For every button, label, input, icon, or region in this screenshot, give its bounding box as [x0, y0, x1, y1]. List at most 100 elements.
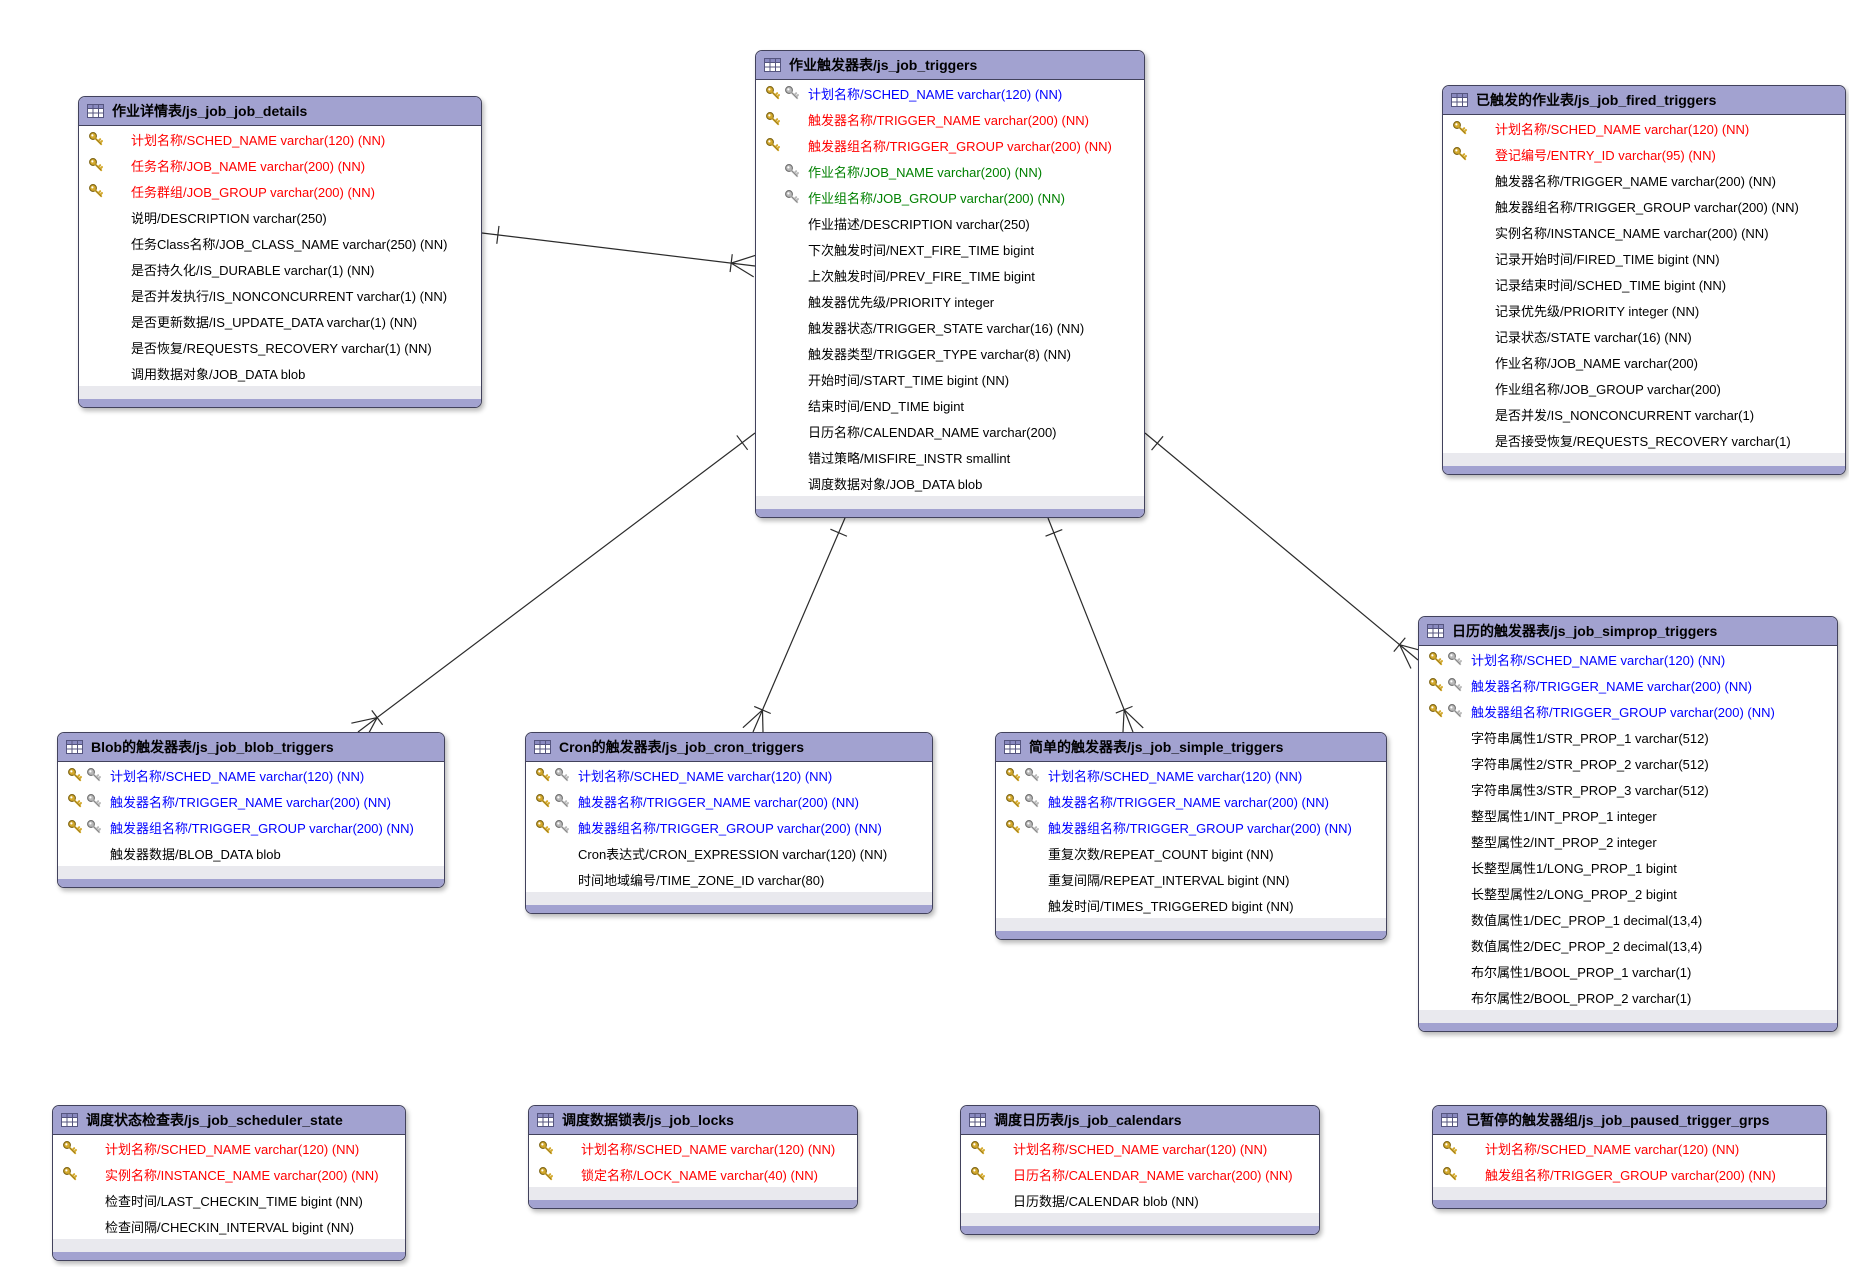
table-header[interactable]: 已触发的作业表/js_job_fired_triggers	[1443, 86, 1845, 115]
field-row-js_job_simple_triggers-5[interactable]: 触发时间/TIMES_TRIGGERED bigint (NN)	[996, 892, 1386, 918]
field-row-js_job_simprop_triggers-1[interactable]: 触发器名称/TRIGGER_NAME varchar(200) (NN)	[1419, 672, 1837, 698]
field-row-js_job_simprop_triggers-8[interactable]: 长整型属性1/LONG_PROP_1 bigint	[1419, 854, 1837, 880]
relationship-js_job_triggers-to-js_job_simprop_triggers[interactable]	[1144, 432, 1426, 669]
field-row-js_job_simprop_triggers-10[interactable]: 数值属性1/DEC_PROP_1 decimal(13,4)	[1419, 906, 1837, 932]
entity-table-js_job_scheduler_state[interactable]: 调度状态检查表/js_job_scheduler_state 计划名称/SCHE…	[52, 1105, 406, 1261]
field-row-js_job_blob_triggers-1[interactable]: 触发器名称/TRIGGER_NAME varchar(200) (NN)	[58, 788, 444, 814]
field-row-js_job_simple_triggers-2[interactable]: 触发器组名称/TRIGGER_GROUP varchar(200) (NN)	[996, 814, 1386, 840]
field-row-js_job_simple_triggers-4[interactable]: 重复间隔/REPEAT_INTERVAL bigint (NN)	[996, 866, 1386, 892]
entity-table-js_job_triggers[interactable]: 作业触发器表/js_job_triggers 计划名称/SCHED_NAME v…	[755, 50, 1145, 518]
field-row-js_job_job_details-7[interactable]: 是否更新数据/IS_UPDATE_DATA varchar(1) (NN)	[79, 308, 481, 334]
field-row-js_job_triggers-3[interactable]: 作业名称/JOB_NAME varchar(200) (NN)	[756, 158, 1144, 184]
entity-table-js_job_blob_triggers[interactable]: Blob的触发器表/js_job_blob_triggers 计划名称/SCHE…	[57, 732, 445, 888]
table-header[interactable]: 简单的触发器表/js_job_simple_triggers	[996, 733, 1386, 762]
table-header[interactable]: 作业详情表/js_job_job_details	[79, 97, 481, 126]
field-row-js_job_simprop_triggers-13[interactable]: 布尔属性2/BOOL_PROP_2 varchar(1)	[1419, 984, 1837, 1010]
field-row-js_job_fired_triggers-3[interactable]: 触发器组名称/TRIGGER_GROUP varchar(200) (NN)	[1443, 193, 1845, 219]
field-row-js_job_scheduler_state-1[interactable]: 实例名称/INSTANCE_NAME varchar(200) (NN)	[53, 1161, 405, 1187]
field-row-js_job_triggers-14[interactable]: 错过策略/MISFIRE_INSTR smallint	[756, 444, 1144, 470]
relationship-js_job_triggers-to-js_job_cron_triggers[interactable]	[742, 517, 848, 737]
field-row-js_job_triggers-15[interactable]: 调度数据对象/JOB_DATA blob	[756, 470, 1144, 496]
entity-table-js_job_job_details[interactable]: 作业详情表/js_job_job_details 计划名称/SCHED_NAME…	[78, 96, 482, 408]
field-row-js_job_cron_triggers-3[interactable]: Cron表达式/CRON_EXPRESSION varchar(120) (NN…	[526, 840, 932, 866]
field-row-js_job_simple_triggers-1[interactable]: 触发器名称/TRIGGER_NAME varchar(200) (NN)	[996, 788, 1386, 814]
field-row-js_job_simprop_triggers-12[interactable]: 布尔属性1/BOOL_PROP_1 varchar(1)	[1419, 958, 1837, 984]
field-row-js_job_job_details-3[interactable]: 说明/DESCRIPTION varchar(250)	[79, 204, 481, 230]
table-header[interactable]: 调度日历表/js_job_calendars	[961, 1106, 1319, 1135]
field-row-js_job_fired_triggers-4[interactable]: 实例名称/INSTANCE_NAME varchar(200) (NN)	[1443, 219, 1845, 245]
field-row-js_job_blob_triggers-2[interactable]: 触发器组名称/TRIGGER_GROUP varchar(200) (NN)	[58, 814, 444, 840]
table-header[interactable]: 调度状态检查表/js_job_scheduler_state	[53, 1106, 405, 1135]
field-row-js_job_simprop_triggers-6[interactable]: 整型属性1/INT_PROP_1 integer	[1419, 802, 1837, 828]
field-row-js_job_job_details-1[interactable]: 任务名称/JOB_NAME varchar(200) (NN)	[79, 152, 481, 178]
entity-table-js_job_fired_triggers[interactable]: 已触发的作业表/js_job_fired_triggers 计划名称/SCHED…	[1442, 85, 1846, 475]
field-row-js_job_triggers-12[interactable]: 结束时间/END_TIME bigint	[756, 392, 1144, 418]
field-row-js_job_triggers-8[interactable]: 触发器优先级/PRIORITY integer	[756, 288, 1144, 314]
entity-table-js_job_simprop_triggers[interactable]: 日历的触发器表/js_job_simprop_triggers 计划名称/SCH…	[1418, 616, 1838, 1032]
field-row-js_job_scheduler_state-0[interactable]: 计划名称/SCHED_NAME varchar(120) (NN)	[53, 1135, 405, 1161]
field-row-js_job_fired_triggers-7[interactable]: 记录优先级/PRIORITY integer (NN)	[1443, 297, 1845, 323]
field-row-js_job_fired_triggers-10[interactable]: 作业组名称/JOB_GROUP varchar(200)	[1443, 375, 1845, 401]
field-row-js_job_simple_triggers-3[interactable]: 重复次数/REPEAT_COUNT bigint (NN)	[996, 840, 1386, 866]
entity-table-js_job_locks[interactable]: 调度数据锁表/js_job_locks 计划名称/SCHED_NAME varc…	[528, 1105, 858, 1209]
field-row-js_job_simprop_triggers-0[interactable]: 计划名称/SCHED_NAME varchar(120) (NN)	[1419, 646, 1837, 672]
field-row-js_job_job_details-4[interactable]: 任务Class名称/JOB_CLASS_NAME varchar(250) (N…	[79, 230, 481, 256]
field-row-js_job_fired_triggers-2[interactable]: 触发器名称/TRIGGER_NAME varchar(200) (NN)	[1443, 167, 1845, 193]
field-row-js_job_simprop_triggers-7[interactable]: 整型属性2/INT_PROP_2 integer	[1419, 828, 1837, 854]
field-row-js_job_locks-1[interactable]: 锁定名称/LOCK_NAME varchar(40) (NN)	[529, 1161, 857, 1187]
field-row-js_job_locks-0[interactable]: 计划名称/SCHED_NAME varchar(120) (NN)	[529, 1135, 857, 1161]
field-row-js_job_triggers-6[interactable]: 下次触发时间/NEXT_FIRE_TIME bigint	[756, 236, 1144, 262]
field-row-js_job_scheduler_state-2[interactable]: 检查时间/LAST_CHECKIN_TIME bigint (NN)	[53, 1187, 405, 1213]
field-row-js_job_job_details-6[interactable]: 是否并发执行/IS_NONCONCURRENT varchar(1) (NN)	[79, 282, 481, 308]
table-header[interactable]: 日历的触发器表/js_job_simprop_triggers	[1419, 617, 1837, 646]
field-row-js_job_cron_triggers-0[interactable]: 计划名称/SCHED_NAME varchar(120) (NN)	[526, 762, 932, 788]
field-row-js_job_fired_triggers-8[interactable]: 记录状态/STATE varchar(16) (NN)	[1443, 323, 1845, 349]
field-row-js_job_simprop_triggers-5[interactable]: 字符串属性3/STR_PROP_3 varchar(512)	[1419, 776, 1837, 802]
table-header[interactable]: 已暂停的触发器组/js_job_paused_trigger_grps	[1433, 1106, 1826, 1135]
field-row-js_job_simple_triggers-0[interactable]: 计划名称/SCHED_NAME varchar(120) (NN)	[996, 762, 1386, 788]
field-row-js_job_blob_triggers-3[interactable]: 触发器数据/BLOB_DATA blob	[58, 840, 444, 866]
entity-table-js_job_paused_trigger_grps[interactable]: 已暂停的触发器组/js_job_paused_trigger_grps 计划名称…	[1432, 1105, 1827, 1209]
field-row-js_job_cron_triggers-4[interactable]: 时间地域编号/TIME_ZONE_ID varchar(80)	[526, 866, 932, 892]
field-row-js_job_scheduler_state-3[interactable]: 检查间隔/CHECKIN_INTERVAL bigint (NN)	[53, 1213, 405, 1239]
field-row-js_job_triggers-1[interactable]: 触发器名称/TRIGGER_NAME varchar(200) (NN)	[756, 106, 1144, 132]
field-row-js_job_calendars-0[interactable]: 计划名称/SCHED_NAME varchar(120) (NN)	[961, 1135, 1319, 1161]
relationship-js_job_triggers-to-js_job_blob_triggers[interactable]	[351, 432, 756, 742]
field-row-js_job_paused_trigger_grps-0[interactable]: 计划名称/SCHED_NAME varchar(120) (NN)	[1433, 1135, 1826, 1161]
field-row-js_job_triggers-13[interactable]: 日历名称/CALENDAR_NAME varchar(200)	[756, 418, 1144, 444]
field-row-js_job_triggers-2[interactable]: 触发器组名称/TRIGGER_GROUP varchar(200) (NN)	[756, 132, 1144, 158]
entity-table-js_job_cron_triggers[interactable]: Cron的触发器表/js_job_cron_triggers 计划名称/SCHE…	[525, 732, 933, 914]
field-row-js_job_triggers-7[interactable]: 上次触发时间/PREV_FIRE_TIME bigint	[756, 262, 1144, 288]
field-row-js_job_fired_triggers-0[interactable]: 计划名称/SCHED_NAME varchar(120) (NN)	[1443, 115, 1845, 141]
field-row-js_job_paused_trigger_grps-1[interactable]: 触发组名称/TRIGGER_GROUP varchar(200) (NN)	[1433, 1161, 1826, 1187]
field-row-js_job_simprop_triggers-3[interactable]: 字符串属性1/STR_PROP_1 varchar(512)	[1419, 724, 1837, 750]
relationship-js_job_job_details-to-js_job_triggers[interactable]	[481, 225, 757, 278]
field-row-js_job_simprop_triggers-9[interactable]: 长整型属性2/LONG_PROP_2 bigint	[1419, 880, 1837, 906]
field-row-js_job_job_details-2[interactable]: 任务群组/JOB_GROUP varchar(200) (NN)	[79, 178, 481, 204]
field-row-js_job_calendars-1[interactable]: 日历名称/CALENDAR_NAME varchar(200) (NN)	[961, 1161, 1319, 1187]
field-row-js_job_blob_triggers-0[interactable]: 计划名称/SCHED_NAME varchar(120) (NN)	[58, 762, 444, 788]
field-row-js_job_calendars-2[interactable]: 日历数据/CALENDAR blob (NN)	[961, 1187, 1319, 1213]
table-header[interactable]: 调度数据锁表/js_job_locks	[529, 1106, 857, 1135]
field-row-js_job_triggers-9[interactable]: 触发器状态/TRIGGER_STATE varchar(16) (NN)	[756, 314, 1144, 340]
field-row-js_job_simprop_triggers-11[interactable]: 数值属性2/DEC_PROP_2 decimal(13,4)	[1419, 932, 1837, 958]
entity-table-js_job_calendars[interactable]: 调度日历表/js_job_calendars 计划名称/SCHED_NAME v…	[960, 1105, 1320, 1235]
field-row-js_job_fired_triggers-6[interactable]: 记录结束时间/SCHED_TIME bigint (NN)	[1443, 271, 1845, 297]
field-row-js_job_fired_triggers-5[interactable]: 记录开始时间/FIRED_TIME bigint (NN)	[1443, 245, 1845, 271]
relationship-js_job_triggers-to-js_job_simple_triggers[interactable]	[1045, 517, 1144, 737]
field-row-js_job_job_details-5[interactable]: 是否持久化/IS_DURABLE varchar(1) (NN)	[79, 256, 481, 282]
field-row-js_job_job_details-9[interactable]: 调用数据对象/JOB_DATA blob	[79, 360, 481, 386]
field-row-js_job_fired_triggers-11[interactable]: 是否并发/IS_NONCONCURRENT varchar(1)	[1443, 401, 1845, 427]
table-header[interactable]: Cron的触发器表/js_job_cron_triggers	[526, 733, 932, 762]
field-row-js_job_triggers-11[interactable]: 开始时间/START_TIME bigint (NN)	[756, 366, 1144, 392]
field-row-js_job_fired_triggers-1[interactable]: 登记编号/ENTRY_ID varchar(95) (NN)	[1443, 141, 1845, 167]
field-row-js_job_fired_triggers-12[interactable]: 是否接受恢复/REQUESTS_RECOVERY varchar(1)	[1443, 427, 1845, 453]
field-row-js_job_fired_triggers-9[interactable]: 作业名称/JOB_NAME varchar(200)	[1443, 349, 1845, 375]
field-row-js_job_simprop_triggers-2[interactable]: 触发器组名称/TRIGGER_GROUP varchar(200) (NN)	[1419, 698, 1837, 724]
field-row-js_job_cron_triggers-2[interactable]: 触发器组名称/TRIGGER_GROUP varchar(200) (NN)	[526, 814, 932, 840]
table-header[interactable]: 作业触发器表/js_job_triggers	[756, 51, 1144, 80]
field-row-js_job_triggers-5[interactable]: 作业描述/DESCRIPTION varchar(250)	[756, 210, 1144, 236]
entity-table-js_job_simple_triggers[interactable]: 简单的触发器表/js_job_simple_triggers 计划名称/SCHE…	[995, 732, 1387, 940]
field-row-js_job_triggers-0[interactable]: 计划名称/SCHED_NAME varchar(120) (NN)	[756, 80, 1144, 106]
